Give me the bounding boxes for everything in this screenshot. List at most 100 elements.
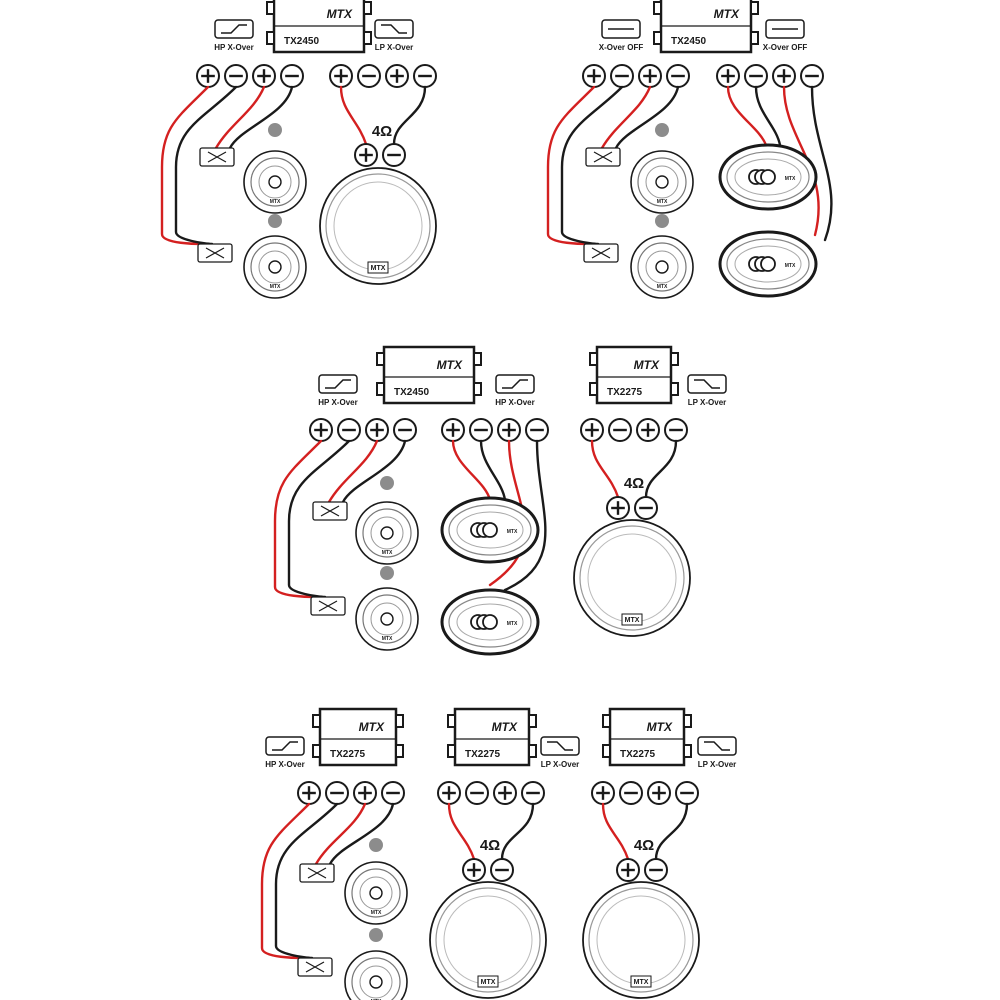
amplifier-ear	[589, 352, 598, 366]
highpass-icon	[272, 741, 298, 751]
amplifier-ear	[447, 714, 456, 728]
amplifier-model: TX2450	[671, 36, 706, 47]
subwoofer: MTX	[573, 519, 691, 637]
midrange-speaker: MTX	[630, 235, 694, 299]
amplifier-body	[318, 707, 398, 767]
negative-wire	[614, 85, 680, 150]
amplifier-ear	[683, 714, 692, 728]
amplifier-ear	[750, 31, 759, 45]
positive-wire	[327, 439, 379, 504]
oval-logo: MTX	[507, 529, 518, 535]
oval-logo: MTX	[507, 621, 518, 627]
crossover-label: LP X-Over	[688, 398, 727, 407]
coax-tweeter	[482, 522, 498, 538]
negative-wire	[654, 802, 689, 861]
tweeter-dot	[268, 123, 282, 137]
oval-speaker: MTX	[718, 143, 818, 211]
negative-wire	[644, 439, 678, 499]
speaker-logo: MTX	[382, 550, 393, 556]
oval-speaker: MTX	[718, 230, 818, 298]
speaker-logo: MTX	[371, 910, 382, 916]
negative-wire	[341, 439, 407, 504]
crossover-symbol-icon	[307, 867, 327, 879]
passive-crossover	[297, 957, 333, 977]
amplifier-ear	[653, 31, 662, 45]
amplifier-logo: MTX	[714, 7, 740, 21]
amplifier-model: TX2275	[620, 749, 655, 760]
crossover-label: X-Over OFF	[763, 43, 808, 52]
passive-crossover	[583, 243, 619, 263]
positive-terminal	[353, 781, 377, 805]
negative-wire	[328, 802, 395, 866]
negative-terminal	[608, 418, 632, 442]
highpass-icon	[325, 379, 351, 389]
amplifier-logo: MTX	[437, 358, 463, 372]
speaker-dustcap	[655, 175, 669, 189]
speaker-logo: MTX	[382, 636, 393, 642]
amplifier-ear	[363, 31, 372, 45]
amplifier-logo: MTX	[359, 720, 385, 734]
speaker-dustcap	[369, 975, 383, 989]
positive-wire	[214, 85, 266, 150]
positive-terminal	[606, 496, 630, 520]
lowpass-icon	[547, 741, 573, 751]
amplifier-body	[608, 707, 686, 767]
amplifier-ear	[528, 714, 537, 728]
negative-terminal	[744, 64, 768, 88]
highpass-icon	[502, 379, 528, 389]
speaker-dustcap	[655, 260, 669, 274]
positive-terminal	[329, 64, 353, 88]
passive-crossover	[299, 863, 335, 883]
negative-terminal	[465, 781, 489, 805]
positive-terminal	[580, 418, 604, 442]
amplifier: MTX TX2450	[653, 0, 759, 54]
positive-wire	[314, 802, 367, 866]
positive-terminal	[252, 64, 276, 88]
tweeter-dot	[380, 476, 394, 490]
negative-terminal	[800, 64, 824, 88]
crossover-setting: LP X-Over	[687, 374, 727, 407]
speaker-dustcap	[380, 526, 394, 540]
amplifier-ear	[312, 714, 321, 728]
negative-wire	[503, 439, 547, 592]
positive-terminal	[385, 64, 409, 88]
amplifier-ear	[266, 31, 275, 45]
negative-terminal	[382, 143, 406, 167]
amplifier-ear	[376, 382, 385, 396]
amplifier-ear	[395, 744, 404, 758]
subwoofer-cone	[333, 181, 423, 271]
positive-terminal	[638, 64, 662, 88]
crossover-symbol-icon	[305, 961, 325, 973]
speaker-logo: MTX	[657, 284, 668, 290]
negative-terminal	[280, 64, 304, 88]
crossover-label: LP X-Over	[541, 760, 580, 769]
negative-terminal	[381, 781, 405, 805]
tweeter-dot	[268, 214, 282, 228]
oval-logo: MTX	[785, 263, 796, 269]
crossover-symbol-icon	[205, 247, 225, 259]
subwoofer-cone	[443, 895, 533, 985]
tweeter-dot	[655, 123, 669, 137]
speaker-dustcap	[369, 886, 383, 900]
crossover-setting: HP X-Over	[265, 736, 305, 769]
negative-wire	[287, 439, 351, 599]
amplifier-ear	[266, 1, 275, 15]
amplifier-ear	[528, 744, 537, 758]
amplifier-logo: MTX	[327, 7, 353, 21]
midrange-speaker: MTX	[344, 861, 408, 925]
subwoofer-badge	[630, 975, 652, 988]
subwoofer-badge	[477, 975, 499, 988]
subwoofer-logo: MTX	[634, 979, 649, 986]
subwoofer-badge	[621, 613, 643, 626]
tweeter-dot	[369, 838, 383, 852]
speaker-logo: MTX	[270, 199, 281, 205]
crossover-symbol-icon	[207, 151, 227, 163]
negative-terminal	[525, 418, 549, 442]
crossover-setting: HP X-Over	[318, 374, 358, 407]
crossover-setting: LP X-Over	[540, 736, 580, 769]
